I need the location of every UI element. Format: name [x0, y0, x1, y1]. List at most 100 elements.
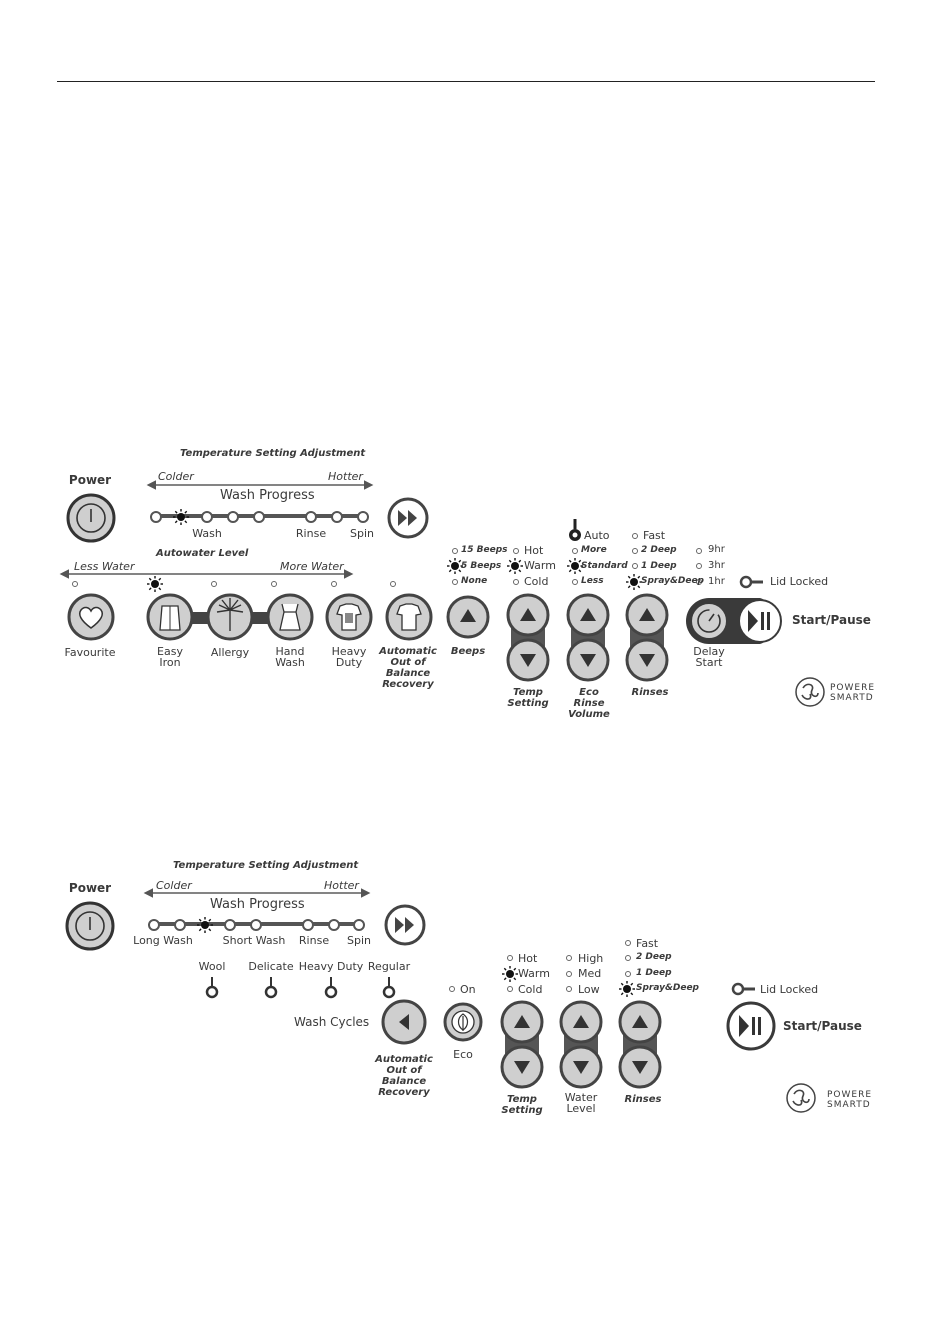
temp-option-hot: Hot	[524, 544, 544, 557]
rinses-label: Rinses	[631, 687, 669, 698]
power-button[interactable]	[65, 901, 115, 951]
cycle-leds	[72, 581, 396, 587]
temp-option-cold: Cold	[518, 983, 543, 996]
dandelion-icon	[216, 598, 244, 631]
up-arrow-icon	[632, 1015, 648, 1028]
timer-icon	[697, 609, 721, 633]
temp-setting-buttons	[506, 593, 550, 682]
lid-locked-label: Lid Locked	[760, 983, 819, 996]
start-pause-button[interactable]	[726, 1001, 776, 1051]
wash-indicator-lit-icon	[196, 916, 214, 934]
less-water-label: Less Water	[74, 560, 135, 573]
up-arrow-icon	[520, 608, 536, 621]
wash-cycles-button[interactable]	[381, 999, 427, 1045]
delay-option-1hr: 1hr	[708, 576, 725, 587]
rinses-option-2deep: 2 Deep	[641, 545, 677, 555]
delay-start-label: Delay Start	[693, 645, 725, 669]
wash-cycles-label: Wash Cycles	[294, 1015, 370, 1029]
skip-forward-button[interactable]	[387, 497, 429, 539]
rinses-option-2deep: 2 Deep	[636, 952, 672, 962]
colder-label: Colder	[158, 470, 194, 483]
down-arrow-icon	[580, 654, 596, 667]
more-water-label: More Water	[280, 560, 344, 573]
tshirt-icon	[396, 603, 422, 631]
eco-rinse-auto: Auto	[584, 529, 610, 542]
rinses-buttons	[618, 1000, 662, 1089]
up-arrow-icon	[573, 1015, 589, 1028]
camisole-icon	[279, 603, 301, 631]
wash-progress-label: Wash Progress	[210, 897, 305, 912]
beeps-label: Beeps	[450, 646, 486, 657]
eco-rinse-buttons	[566, 593, 610, 682]
hotter-label: Hotter	[324, 879, 359, 892]
fan-logo-icon	[792, 1089, 810, 1106]
brand-text: POWERE SMARTD	[830, 683, 876, 703]
option-leds	[449, 940, 631, 992]
eco-button[interactable]	[443, 1002, 483, 1042]
up-arrow-icon	[514, 1015, 530, 1028]
power-label: Power	[68, 881, 112, 895]
play-pause-icon	[748, 610, 758, 632]
allergy-button[interactable]	[206, 593, 254, 641]
rinses-option-spray-deep: Spray&Deep	[636, 983, 699, 993]
automatic-out-of-balance-button[interactable]	[385, 593, 433, 641]
hotter-label: Hotter	[328, 470, 363, 483]
temp-setting-label: Temp Setting	[501, 1094, 543, 1116]
auto-indicator-icon	[569, 519, 581, 541]
beeps-button[interactable]	[446, 595, 490, 639]
rinses-option-1deep: 1 Deep	[641, 561, 677, 571]
water-level-buttons	[559, 1000, 603, 1089]
rinses-buttons	[625, 593, 669, 682]
rinses-option-1deep: 1 Deep	[636, 968, 672, 978]
rinses-label: Rinses	[624, 1094, 662, 1105]
cycle-indicators	[205, 977, 396, 999]
delay-option-9hr: 9hr	[708, 544, 725, 555]
wash-progress-label: Wash Progress	[220, 488, 315, 503]
favourite-button[interactable]	[67, 593, 115, 641]
down-arrow-icon	[520, 654, 536, 667]
water-option-med: Med	[578, 967, 602, 980]
cycle-regular-label: Regular	[367, 960, 411, 973]
stage-wash: Wash	[192, 527, 222, 540]
lid-locked-key-icon	[731, 982, 755, 996]
temp-adjust-title: Temperature Setting Adjustment	[180, 448, 366, 459]
cycle-delicate-label: Delicate	[248, 960, 294, 973]
option-leds	[452, 533, 702, 585]
temp-option-warm: Warm	[524, 559, 556, 572]
brand-text: POWERE SMARTD	[827, 1090, 873, 1110]
water-level-label: Water Level	[564, 1091, 598, 1115]
eco-rinse-label: Eco Rinse Volume	[568, 687, 610, 720]
cycle-wool-label: Wool	[198, 960, 226, 973]
autowater-label: Autowater Level	[156, 548, 249, 559]
favourite-label: Favourite	[64, 646, 116, 659]
stage-rinse: Rinse	[298, 934, 330, 947]
temp-setting-buttons	[500, 1000, 544, 1089]
leaf-icon	[457, 1013, 469, 1031]
start-pause-button[interactable]	[738, 599, 782, 643]
beeps-option-none: None	[461, 576, 488, 586]
stage-rinse: Rinse	[295, 527, 327, 540]
skip-forward-button[interactable]	[384, 904, 426, 946]
aobr-label: Automatic Out of Balance Recovery	[379, 646, 437, 690]
eco-label: Eco	[453, 1048, 473, 1061]
eco-rinse-option-more: More	[581, 545, 607, 555]
rinses-option-spray-deep: Spray&Deep	[641, 576, 704, 586]
start-pause-label: Start/Pause	[792, 613, 871, 627]
hand-wash-button[interactable]	[266, 593, 314, 641]
temp-adjust-title: Temperature Setting Adjustment	[173, 860, 359, 871]
colder-label: Colder	[156, 879, 192, 892]
easy-iron-button[interactable]	[146, 593, 194, 641]
rinses-option-fast: Fast	[636, 937, 659, 950]
up-arrow-icon	[639, 608, 655, 621]
aobr-label: Automatic Out of Balance Recovery	[375, 1054, 433, 1098]
water-option-low: Low	[578, 983, 600, 996]
heavy-duty-label: Heavy Duty	[331, 645, 367, 669]
down-arrow-icon	[573, 1061, 589, 1074]
wash-progress-track	[148, 916, 365, 934]
power-button[interactable]	[66, 493, 116, 543]
heavy-duty-button[interactable]	[325, 593, 373, 641]
stage-spin: Spin	[347, 934, 371, 947]
fan-logo-icon	[801, 683, 819, 700]
